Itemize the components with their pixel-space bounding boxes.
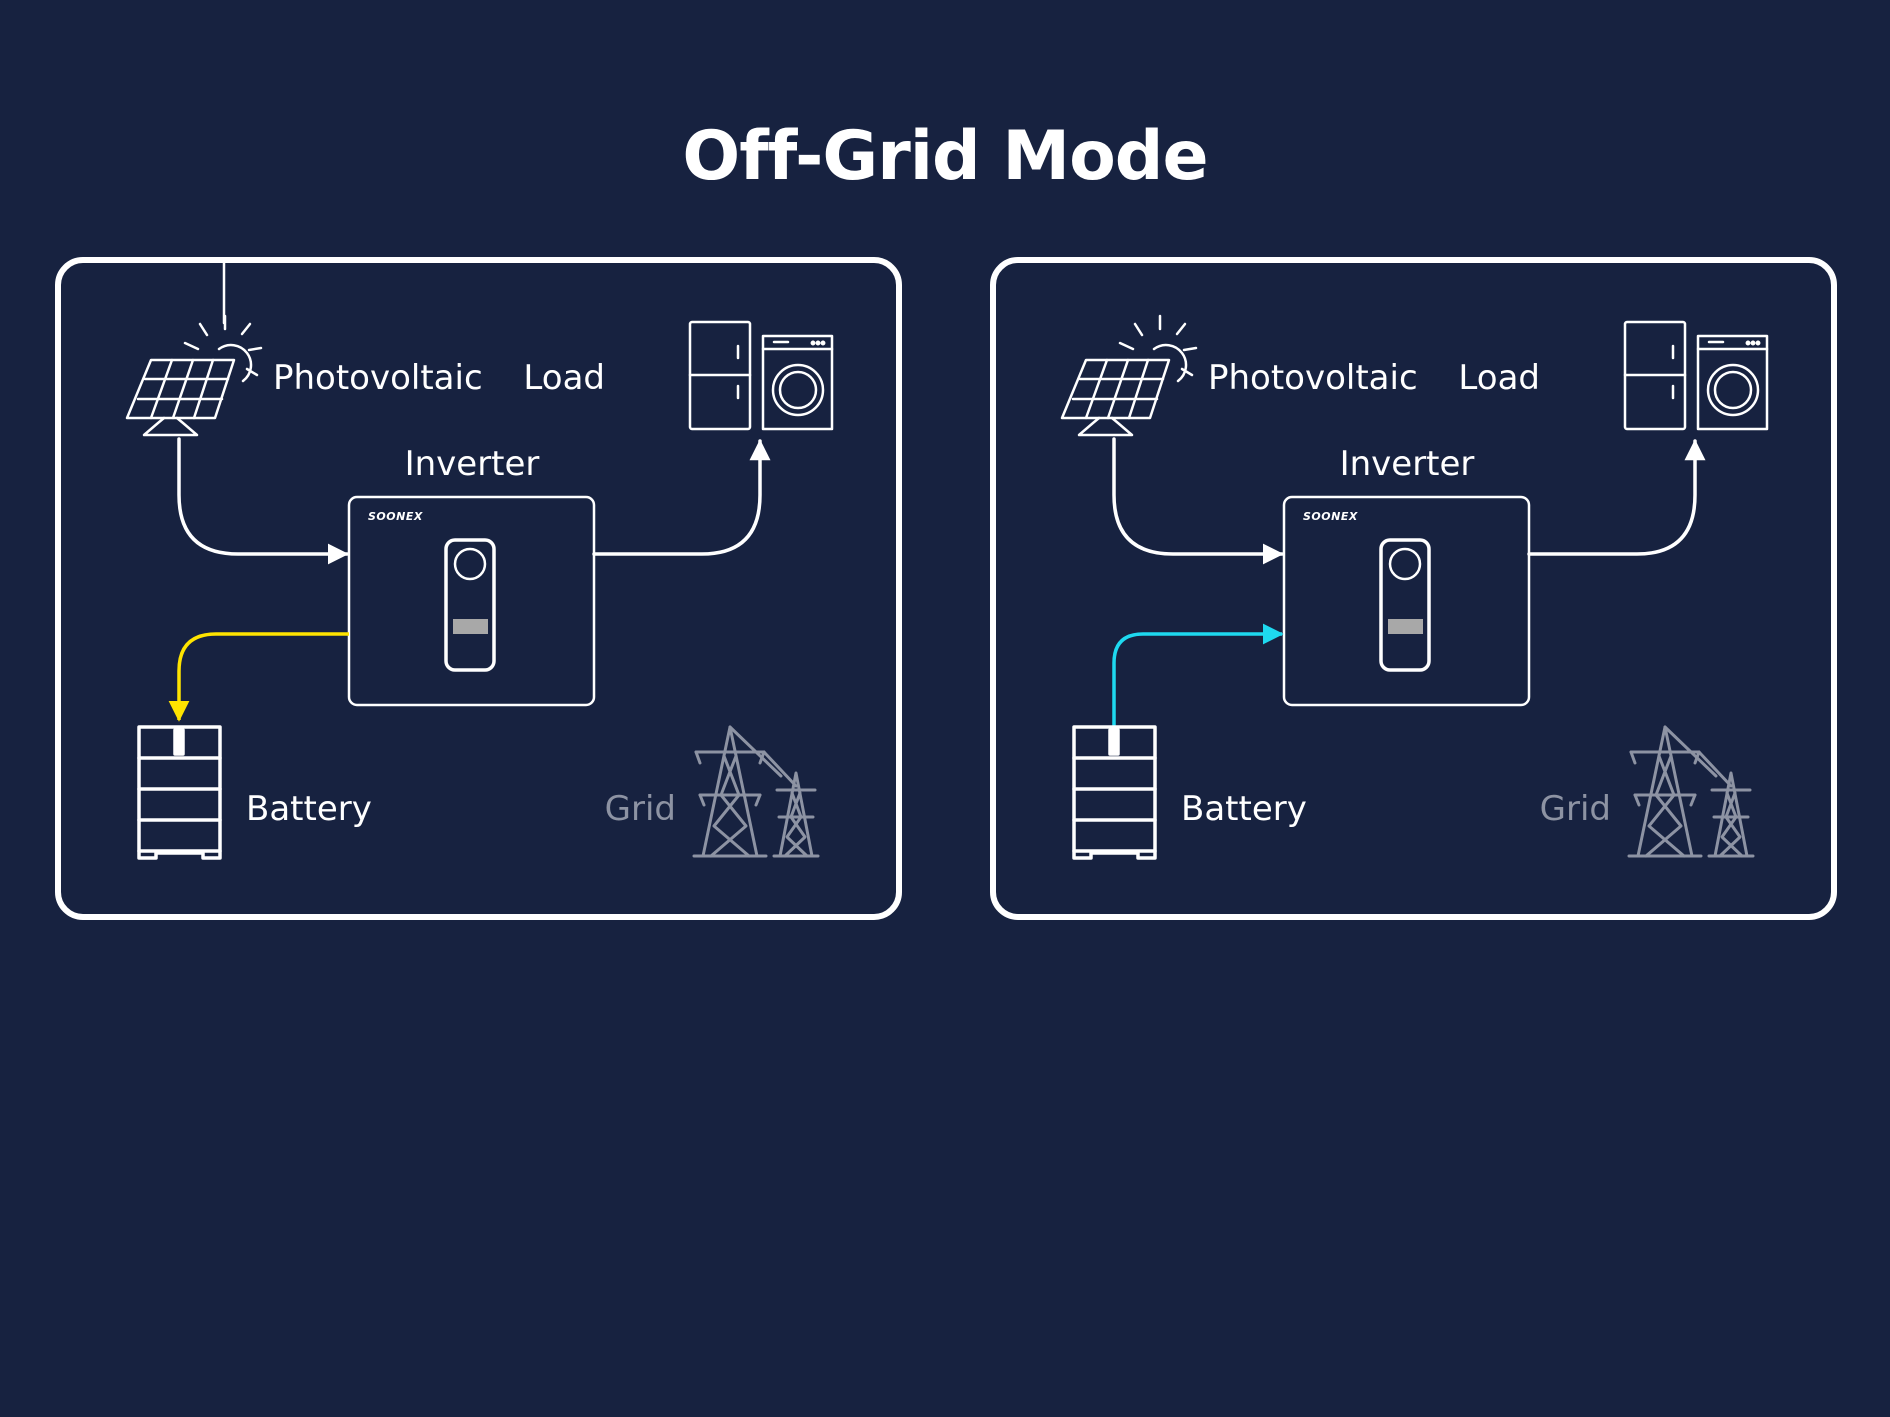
solar-panel-icon (125, 358, 236, 437)
inverter-label: Inverter (1340, 444, 1475, 484)
diagram-canvas: Photovoltaic Load Inverter SOONEX (1060, 314, 1769, 860)
battery-icon (137, 725, 222, 860)
solar-panel-icon (1060, 358, 1171, 437)
flow-inverter-to-load (592, 439, 771, 556)
flow-pv-to-inverter (1112, 437, 1284, 565)
flow-inverter-to-battery (168, 632, 349, 722)
inverter-display (453, 619, 488, 634)
diagram-panel-charging: Photovoltaic Load Inverter SOONEX (55, 257, 902, 920)
sun-icon (1118, 314, 1198, 383)
flow-battery-to-inverter (1112, 623, 1284, 727)
inverter-brand: SOONEX (368, 510, 423, 523)
washing-machine-icon (1696, 334, 1769, 431)
battery-label: Battery (246, 789, 372, 829)
refrigerator-icon (688, 320, 752, 431)
diagram-canvas: Photovoltaic Load Inverter SOONEX (125, 261, 834, 860)
inverter-display (1388, 619, 1423, 634)
load-label: Load (523, 358, 605, 398)
grid-label: Grid (1540, 789, 1611, 829)
refrigerator-icon (1623, 320, 1687, 431)
battery-label: Battery (1181, 789, 1307, 829)
inverter-icon: SOONEX (347, 495, 596, 707)
diagram-panel-discharging: Photovoltaic Load Inverter SOONEX (990, 257, 1837, 920)
page-title: Off-Grid Mode (682, 117, 1208, 196)
inverter-label: Inverter (405, 444, 540, 484)
flow-pv-to-inverter (177, 437, 349, 565)
photovoltaic-label: Photovoltaic (1208, 358, 1418, 398)
photovoltaic-label: Photovoltaic (273, 358, 483, 398)
sun-icon (183, 261, 263, 383)
load-label: Load (1458, 358, 1540, 398)
power-tower-icon (1627, 725, 1755, 858)
grid-label: Grid (605, 789, 676, 829)
power-tower-icon (692, 725, 820, 858)
washing-machine-icon (761, 334, 834, 431)
inverter-brand: SOONEX (1303, 510, 1358, 523)
flow-inverter-to-load (1527, 439, 1706, 556)
inverter-icon: SOONEX (1282, 495, 1531, 707)
battery-icon (1072, 725, 1157, 860)
